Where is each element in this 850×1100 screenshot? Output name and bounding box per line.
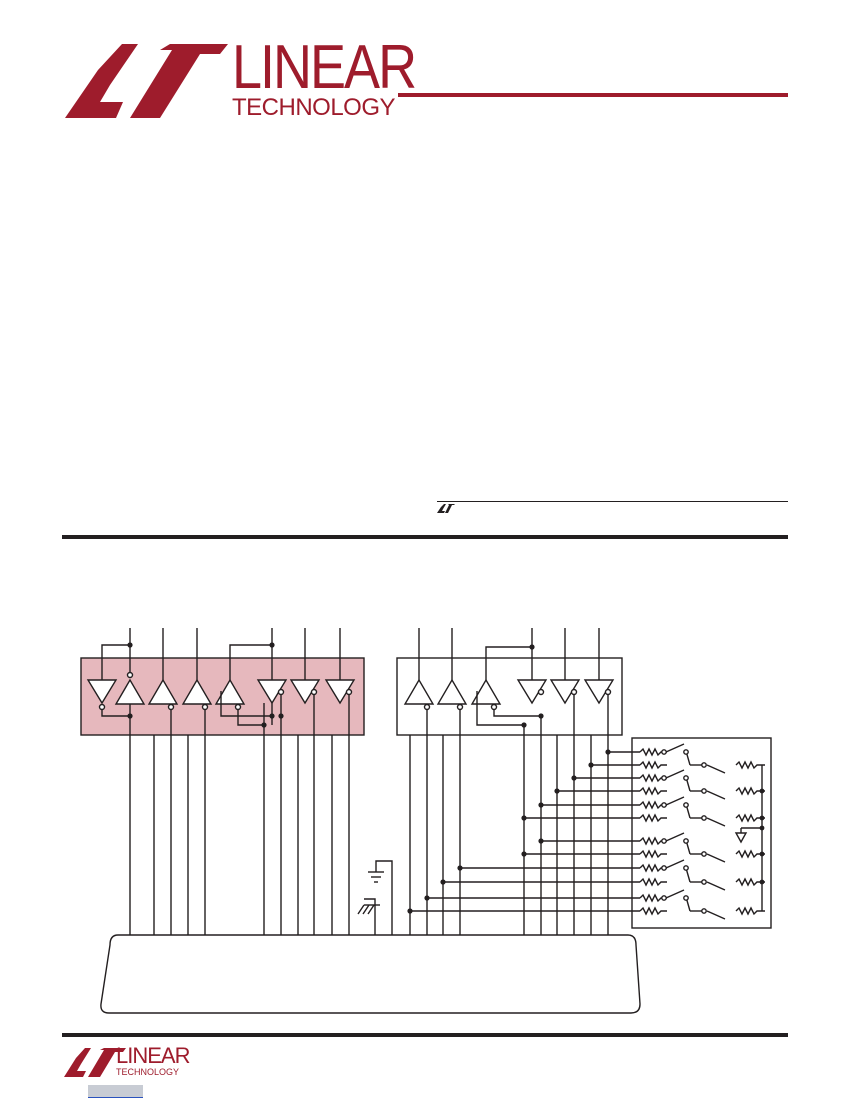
right-ic-buffers — [403, 678, 615, 711]
left-ic-bottom-pins — [129, 695, 350, 935]
connector-outline — [100, 934, 641, 1014]
left-ic-top-pins — [101, 628, 341, 680]
header-rule — [398, 93, 788, 97]
left-ic-buffers — [86, 671, 356, 711]
divider-rule — [437, 501, 788, 502]
logo-division-name: TECHNOLOGY — [232, 94, 396, 121]
bus-lines — [410, 751, 640, 912]
typical-application-schematic — [80, 628, 772, 1014]
section-rule — [62, 535, 788, 539]
right-ic-top-pins — [418, 628, 600, 680]
ground-symbols — [357, 860, 393, 935]
lt-mini-logo-icon — [437, 504, 455, 513]
footer-company-name: LINEAR — [116, 1043, 190, 1068]
logo-company-name: LINEAR — [232, 32, 417, 102]
resistor-switch-network — [639, 743, 765, 920]
bus-junctions — [127, 642, 611, 914]
lt-logo-icon — [65, 44, 228, 118]
right-ic-package — [396, 657, 623, 736]
footer-rule — [62, 1033, 788, 1037]
footer-division-name: TECHNOLOGY — [116, 1067, 180, 1077]
footer-link[interactable] — [88, 1085, 143, 1098]
lt-footer-logo-icon — [64, 1048, 126, 1077]
